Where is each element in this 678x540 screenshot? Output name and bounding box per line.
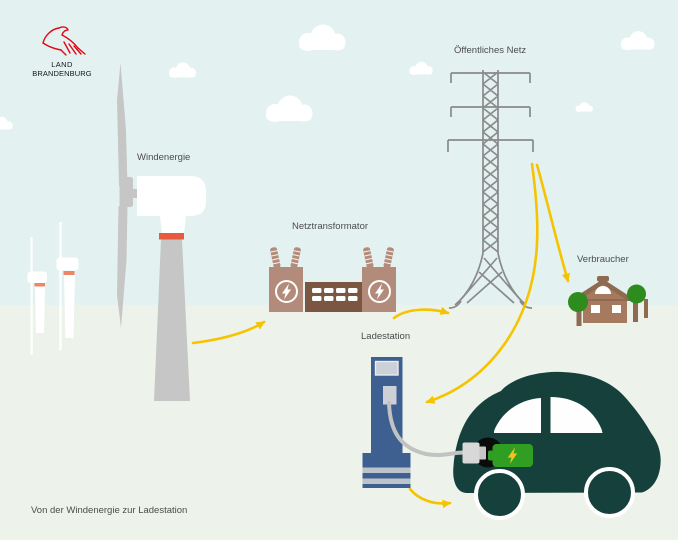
- insulator: [362, 246, 375, 270]
- background-wind-turbines: [27, 222, 79, 355]
- insulator: [269, 246, 282, 270]
- arrow-pylon-to-house: [535, 163, 570, 283]
- arrow-transformer-to-pylon: [392, 306, 450, 320]
- power-pylon: [447, 70, 534, 309]
- energy-flow-arrows: [191, 162, 570, 509]
- cloud: [169, 62, 197, 78]
- logo-line1: LAND: [51, 60, 73, 69]
- cloud: [575, 102, 593, 112]
- insulator: [382, 246, 395, 270]
- cloud: [621, 31, 655, 51]
- turbine-red-band: [159, 233, 184, 240]
- charging-station: [362, 357, 411, 488]
- arrow-station-to-car: [408, 487, 452, 509]
- label-wind-energy: Windenergie: [137, 152, 191, 163]
- gable-window: [595, 286, 611, 294]
- label-transformer: Netztransformator: [292, 221, 369, 232]
- charging-plug: [462, 442, 480, 464]
- small-wind-turbine: [27, 237, 47, 355]
- transformer-station: [269, 246, 396, 312]
- caption: Von der Windenergie zur Ladestation: [31, 505, 188, 516]
- turbine-blade-up: [117, 63, 128, 186]
- cloud: [409, 61, 433, 75]
- cloud: [0, 116, 13, 130]
- land-brandenburg-logo: LAND BRANDENBURG: [24, 22, 100, 78]
- car-rear-wheel: [584, 467, 635, 518]
- small-wind-turbine: [56, 222, 79, 350]
- brandenburg-eagle-icon: [42, 26, 86, 56]
- cloud: [266, 95, 313, 122]
- logo-line2: BRANDENBURG: [32, 69, 92, 78]
- label-consumer: Verbraucher: [577, 254, 629, 265]
- car-front-window: [494, 398, 541, 433]
- turbine-nacelle: [137, 176, 206, 233]
- insulator: [289, 246, 302, 270]
- label-charging-station: Ladestation: [361, 331, 411, 342]
- arrow-pylon-to-station: [425, 162, 539, 404]
- turbine-hub: [119, 177, 133, 207]
- car-front-wheel: [474, 469, 525, 520]
- arrow-turbine-to-transformer: [191, 320, 266, 345]
- station-socket-panel: [383, 386, 397, 405]
- station-screen: [374, 360, 399, 376]
- tree: [627, 284, 646, 304]
- label-public-grid: Öffentliches Netz: [454, 45, 527, 56]
- wind-turbine: [117, 63, 206, 401]
- car-rear-window: [550, 397, 603, 433]
- consumer-house: [568, 276, 648, 326]
- house-window: [612, 305, 621, 313]
- transformer-windows: [312, 288, 358, 301]
- electric-car: [453, 371, 661, 520]
- tree: [568, 292, 588, 312]
- turbine-blade-down: [117, 206, 128, 328]
- charging-cable: [387, 401, 466, 458]
- turbine-tower: [154, 239, 190, 401]
- house-window: [591, 305, 600, 313]
- cloud: [299, 24, 346, 51]
